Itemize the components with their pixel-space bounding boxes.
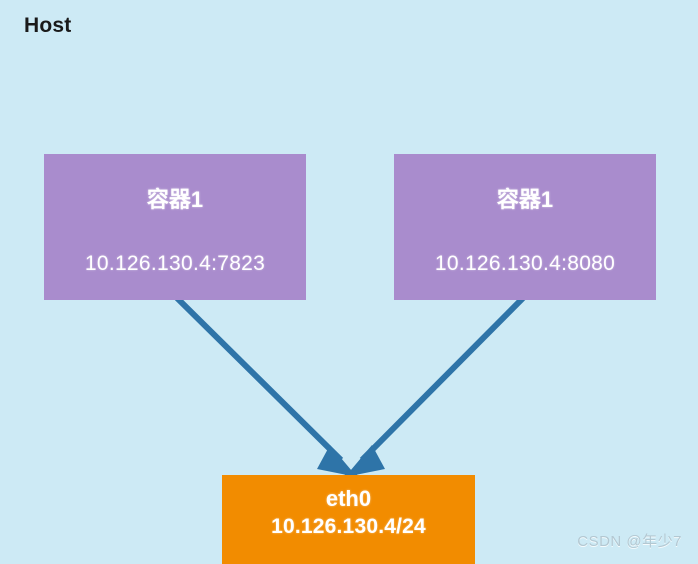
arrow-container2-eth0 <box>345 294 527 477</box>
container-box-1[interactable]: 容器1 10.126.130.4:7823 <box>44 154 306 300</box>
watermark-label: CSDN @年少7 <box>577 533 682 550</box>
container-box-2[interactable]: 容器1 10.126.130.4:8080 <box>394 154 656 300</box>
container-2-address: 10.126.130.4:8080 <box>434 252 616 275</box>
arrow-container1-eth0 <box>173 294 357 477</box>
eth0-address: 10.126.130.4/24 <box>271 515 426 538</box>
container-1-address: 10.126.130.4:7823 <box>84 252 266 275</box>
eth0-name: eth0 <box>325 486 372 511</box>
container-2-name: 容器1 <box>496 187 554 212</box>
container-1-name: 容器1 <box>146 187 204 212</box>
eth0-box[interactable]: eth0 10.126.130.4/24 <box>222 475 475 564</box>
host-label: Host <box>24 14 72 37</box>
